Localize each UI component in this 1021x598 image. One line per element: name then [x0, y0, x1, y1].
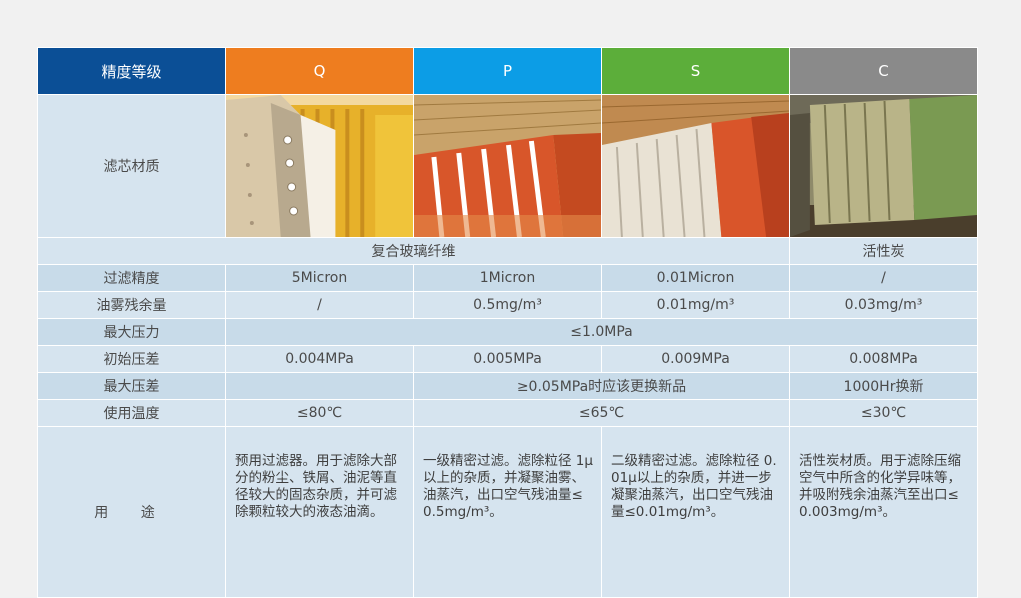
temperature-ps: ≤65℃	[413, 399, 790, 427]
activated-carbon-element-photo	[789, 94, 978, 238]
max-dp-q	[225, 372, 414, 400]
usage-row: 用 途 预用过滤器。用于滤除大部分的粉尘、铁屑、油泥等直径较大的固态杂质，并可滤…	[37, 426, 978, 598]
carbon-material: 活性炭	[789, 237, 978, 265]
filter-spec-table: 精度等级 Q P S C 滤芯材质	[37, 47, 978, 598]
material-image-row: 滤芯材质	[37, 94, 978, 238]
red-filter-element-photo	[601, 94, 790, 238]
max-pressure-label: 最大压力	[37, 318, 226, 346]
max-pressure-row: 最大压力 ≤1.0MPa	[37, 318, 978, 346]
precision-row: 过滤精度 5Micron 1Micron 0.01Micron /	[37, 264, 978, 292]
material-row-label: 滤芯材质	[37, 94, 226, 238]
max-pressure-value: ≤1.0MPa	[225, 318, 978, 346]
oil-residual-row: 油雾残余量 / 0.5mg/m³ 0.01mg/m³ 0.03mg/m³	[37, 291, 978, 319]
oil-residual-s: 0.01mg/m³	[601, 291, 790, 319]
oil-residual-label: 油雾残余量	[37, 291, 226, 319]
usage-p: 一级精密过滤。滤除粒径 1μ以上的杂质，并凝聚油雾、油蒸汽，出口空气残油量≤0.…	[413, 426, 602, 598]
grade-q-header: Q	[225, 47, 414, 95]
initial-dp-p: 0.005MPa	[413, 345, 602, 373]
initial-dp-s: 0.009MPa	[601, 345, 790, 373]
temperature-label: 使用温度	[37, 399, 226, 427]
usage-c: 活性炭材质。用于滤除压缩空气中所含的化学异味等，并吸附残余油蒸汽至出口≤0.00…	[789, 426, 978, 598]
initial-dp-label: 初始压差	[37, 345, 226, 373]
initial-dp-c: 0.008MPa	[789, 345, 978, 373]
precision-p: 1Micron	[413, 264, 602, 292]
max-dp-ps: ≥0.05MPa时应该更换新品	[413, 372, 790, 400]
orange-filter-element-photo	[225, 94, 414, 238]
oil-residual-p: 0.5mg/m³	[413, 291, 602, 319]
grade-label-header: 精度等级	[37, 47, 226, 95]
max-dp-label: 最大压差	[37, 372, 226, 400]
max-dp-row: 最大压差 ≥0.05MPa时应该更换新品 1000Hr换新	[37, 372, 978, 400]
usage-label: 用 途	[37, 426, 226, 598]
grade-p-header: P	[413, 47, 602, 95]
grade-c-header: C	[789, 47, 978, 95]
precision-c: /	[789, 264, 978, 292]
initial-dp-q: 0.004MPa	[225, 345, 414, 373]
oil-residual-c: 0.03mg/m³	[789, 291, 978, 319]
usage-q: 预用过滤器。用于滤除大部分的粉尘、铁屑、油泥等直径较大的固态杂质，并可滤除颗粒较…	[225, 426, 414, 598]
oil-residual-q: /	[225, 291, 414, 319]
grade-s-header: S	[601, 47, 790, 95]
temperature-c: ≤30℃	[789, 399, 978, 427]
glass-fiber-material: 复合玻璃纤维	[37, 237, 790, 265]
temperature-q: ≤80℃	[225, 399, 414, 427]
temperature-row: 使用温度 ≤80℃ ≤65℃ ≤30℃	[37, 399, 978, 427]
precision-s: 0.01Micron	[601, 264, 790, 292]
max-dp-c: 1000Hr换新	[789, 372, 978, 400]
precision-q: 5Micron	[225, 264, 414, 292]
header-row: 精度等级 Q P S C	[37, 47, 978, 95]
usage-s: 二级精密过滤。滤除粒径 0.01μ以上的杂质，并进一步凝聚油蒸汽，出口空气残油量…	[601, 426, 790, 598]
striped-filter-element-photo	[413, 94, 602, 238]
initial-dp-row: 初始压差 0.004MPa 0.005MPa 0.009MPa 0.008MPa	[37, 345, 978, 373]
material-name-row: 复合玻璃纤维 活性炭	[37, 237, 978, 265]
precision-label: 过滤精度	[37, 264, 226, 292]
